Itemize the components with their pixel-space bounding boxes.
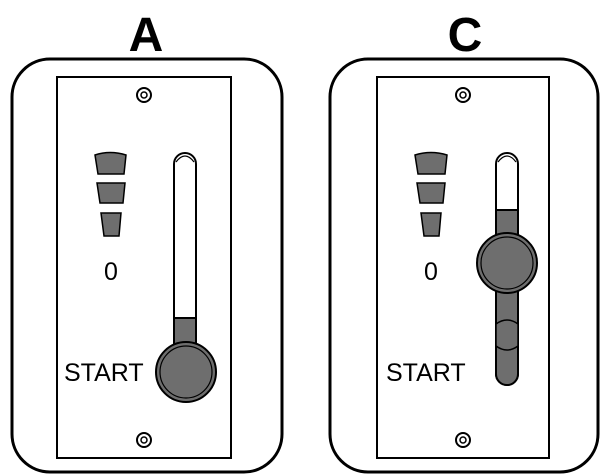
screw-icon xyxy=(455,432,471,448)
start-label: START xyxy=(64,359,144,387)
screw-icon xyxy=(136,87,152,103)
slider-knob[interactable] xyxy=(155,341,217,403)
screw-icon xyxy=(136,432,152,448)
level-indicator-icon xyxy=(414,151,448,237)
screw-icon xyxy=(455,87,471,103)
panel-c: C 0 START xyxy=(328,9,600,474)
panel-c-letter: C xyxy=(448,9,483,62)
panel-a-plate xyxy=(56,76,232,459)
slider-knob[interactable] xyxy=(476,232,538,294)
start-label: START xyxy=(386,359,466,387)
zero-label: 0 xyxy=(424,258,438,286)
panel-a: A 0 START xyxy=(10,9,284,474)
level-indicator-icon xyxy=(94,151,127,237)
zero-label: 0 xyxy=(104,258,118,286)
panel-a-letter: A xyxy=(129,9,164,62)
